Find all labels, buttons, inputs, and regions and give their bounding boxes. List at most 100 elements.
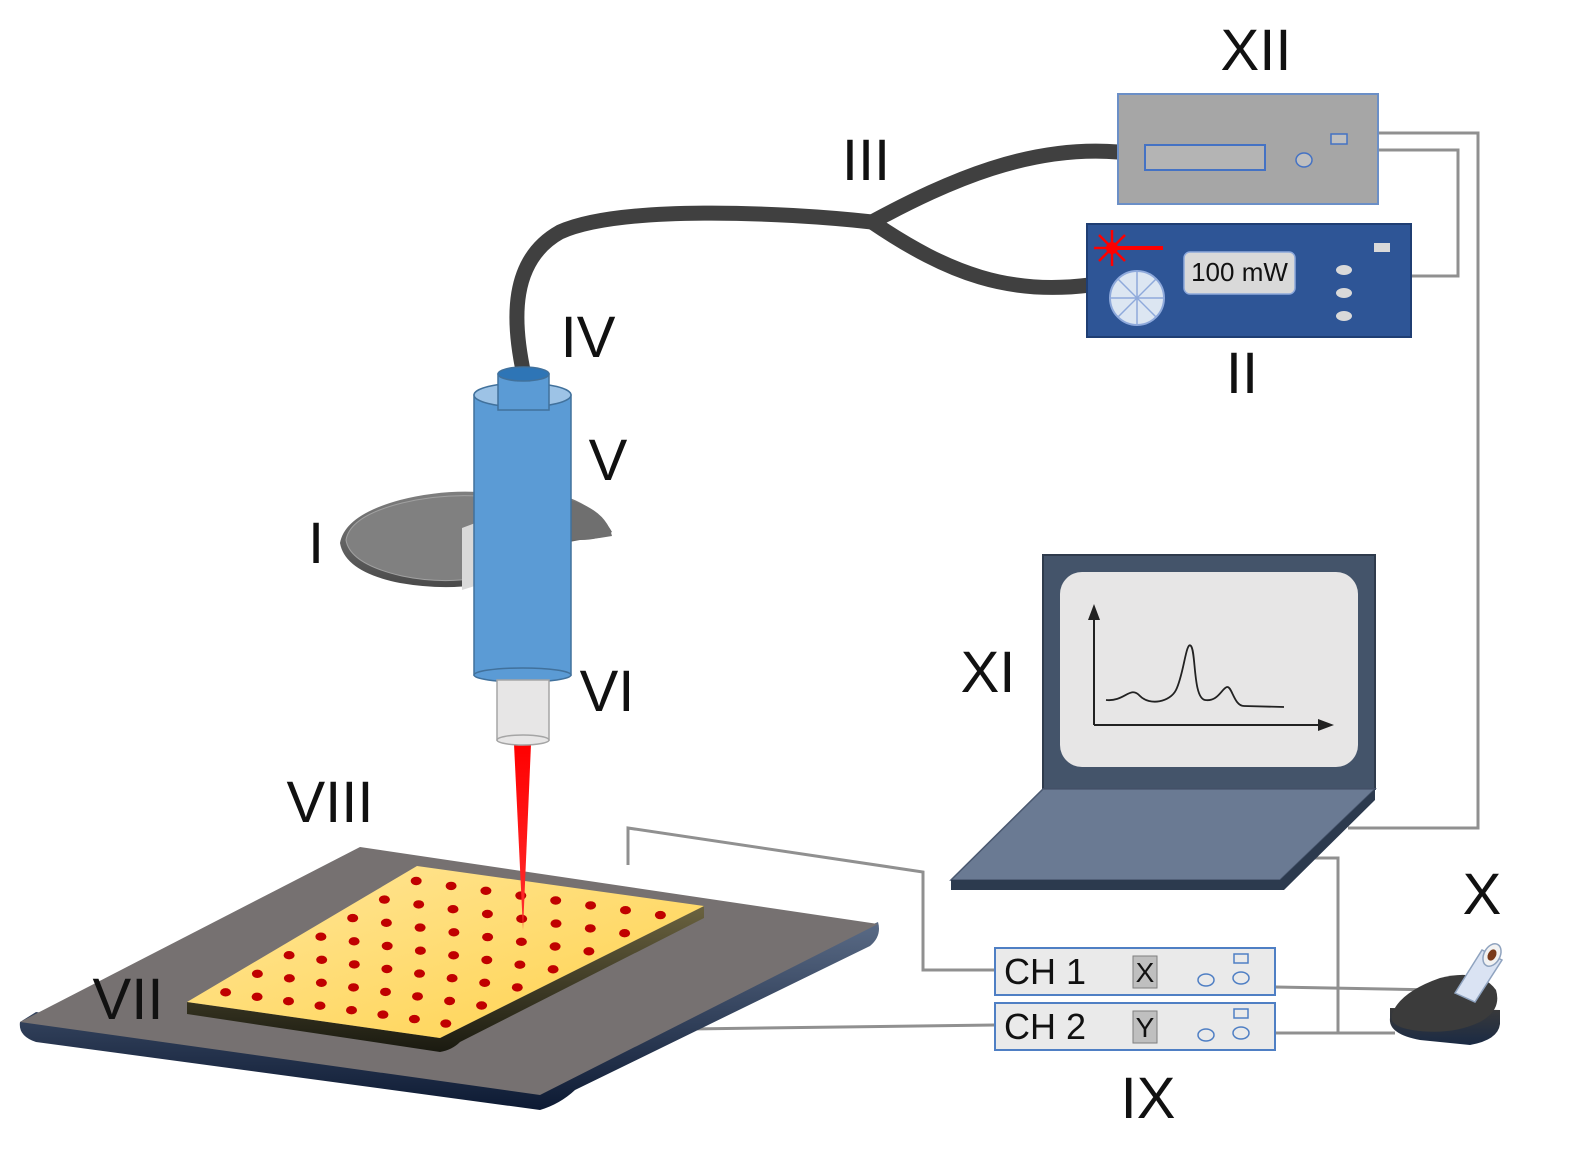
sample-spot	[514, 960, 526, 969]
sample-spot	[377, 1010, 389, 1019]
ch1-indicator	[1233, 953, 1249, 964]
sample-spot	[447, 905, 459, 914]
label-VII: VII	[93, 967, 164, 1032]
sample-spots	[220, 876, 666, 1028]
spectrometer-indicator	[1330, 133, 1348, 145]
sample-spot	[251, 992, 263, 1001]
laser-button-2	[1336, 288, 1352, 298]
label-V: V	[589, 428, 628, 493]
sample-spot	[550, 896, 562, 905]
sample-spot	[479, 978, 491, 987]
sample-spot	[515, 937, 527, 946]
ch1-axis-letter: X	[1136, 957, 1155, 988]
sample-spot	[346, 1006, 357, 1015]
optical-fiber	[509, 143, 1126, 383]
label-VIII: VIII	[286, 770, 373, 835]
objective-lens	[496, 679, 550, 741]
sample-spot	[251, 969, 263, 978]
label-II: II	[1226, 341, 1258, 406]
laser-starburst-icon	[1094, 230, 1163, 266]
label-IX: IX	[1121, 1066, 1176, 1131]
sample-spot	[445, 881, 457, 891]
sample-spot	[220, 988, 232, 997]
sample-spot	[413, 900, 425, 909]
laptop-base	[949, 788, 1377, 881]
sample-spot	[414, 946, 426, 955]
ch1-knob-2	[1232, 971, 1250, 985]
ch2-axis-box	[1132, 1010, 1158, 1044]
label-I: I	[308, 511, 324, 576]
cable-ch1-to-joystick	[1274, 985, 1441, 992]
sample-spot	[381, 941, 393, 951]
sample-spot	[348, 937, 360, 946]
spectrum-trace	[1105, 644, 1285, 708]
sample-spot	[480, 886, 492, 895]
label-III: III	[842, 128, 890, 193]
ch2-label: CH 2	[1004, 1006, 1086, 1047]
laser-indicator	[1374, 243, 1390, 252]
sample-spot	[620, 906, 631, 915]
spectrometer	[1117, 93, 1379, 205]
scanner-controller: CH 1 X CH 2 Y	[994, 947, 1276, 1051]
sample-spot	[380, 987, 391, 997]
fiber-branch-laser	[864, 214, 1098, 295]
sample-spot	[316, 955, 328, 964]
probe-body	[473, 394, 572, 676]
label-XII: XII	[1221, 18, 1292, 83]
sample-spot	[619, 929, 631, 938]
sample-spot	[412, 992, 423, 1001]
sample-spot	[482, 932, 494, 942]
component-labels: I II III IV V VI VII VIII IX X XI XII	[93, 18, 1502, 1131]
sample-spot	[476, 1001, 488, 1010]
sample-tray-top	[187, 866, 704, 1038]
sample-spot	[584, 924, 596, 933]
laptop-screen	[1060, 572, 1358, 767]
ch2-knob-1	[1197, 1028, 1215, 1042]
sample-spot	[414, 969, 425, 978]
sample-spot	[315, 932, 327, 941]
cable-stage-to-ch1	[626, 826, 995, 972]
sample-spot	[283, 997, 294, 1006]
sample-spot	[654, 910, 666, 920]
sample-spot	[585, 901, 597, 910]
label-VI: VI	[580, 659, 635, 724]
sample-spot	[380, 918, 392, 927]
spectrometer-display	[1144, 144, 1266, 171]
sample-spot	[550, 919, 562, 928]
label-IV: IV	[561, 305, 616, 370]
fiber-connector-top	[497, 366, 550, 382]
joystick-icon	[1389, 943, 1504, 1045]
spectrum-y-arrow	[1088, 604, 1100, 620]
sample-spot	[414, 923, 426, 932]
sample-spot	[315, 978, 327, 987]
sample-spot	[378, 895, 390, 904]
sample-spot	[481, 955, 493, 965]
cable-spectrometer-to-laser	[1378, 148, 1460, 278]
sample-spot	[549, 942, 561, 951]
sample-spot	[410, 876, 422, 886]
laser-power-value: 100 mW	[1191, 257, 1288, 287]
sample-spot	[583, 947, 595, 956]
ch1-axis-box	[1132, 955, 1158, 989]
raman-probe	[473, 366, 572, 746]
holder-wing	[570, 500, 612, 540]
cable-ch2-to-laptop	[1275, 856, 1340, 1035]
fan-icon	[1109, 270, 1165, 326]
sample-spot	[314, 1001, 326, 1010]
spectrometer-knob	[1295, 152, 1313, 168]
sample-spot	[444, 996, 456, 1006]
sample-spot	[348, 960, 360, 969]
joystick-stick	[1453, 943, 1504, 1003]
sample-spot	[440, 1019, 452, 1028]
stage-edge	[19, 922, 880, 1110]
fiber-branch-spectrometer	[864, 143, 1126, 230]
sample-spot	[408, 1014, 420, 1024]
sample-spot	[511, 983, 523, 992]
sample-spot	[448, 928, 460, 937]
spectrum-x-arrow	[1318, 719, 1334, 731]
sample-spot	[547, 965, 559, 974]
ch1-label: CH 1	[1004, 951, 1086, 992]
sample-spot	[283, 951, 295, 960]
